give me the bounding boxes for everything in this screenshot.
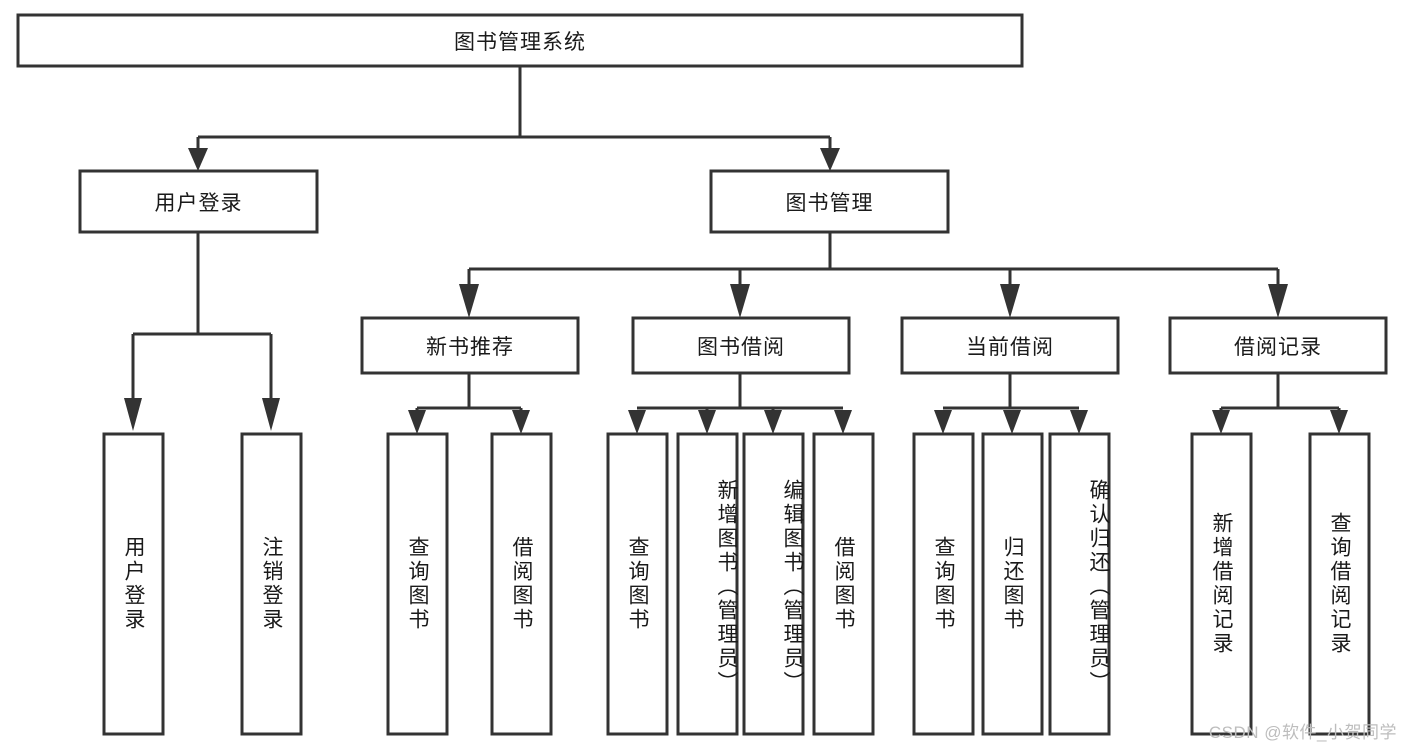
node-leaf-edit-book[interactable] xyxy=(742,432,805,736)
arrow-icon-to-leaf-edit-book xyxy=(764,410,782,434)
node-leaf-query-book-2[interactable] xyxy=(606,432,669,736)
node-leaf-query-record[interactable] xyxy=(1308,432,1371,736)
arrow-icon-to-leaf-confirm-return xyxy=(1070,410,1088,434)
arrow-icon-to-new-book-recommend xyxy=(459,284,479,318)
arrow-icon-to-user-login xyxy=(188,148,208,171)
node-book-management[interactable] xyxy=(709,169,950,234)
arrow-icon-to-leaf-borrow-book-1 xyxy=(512,410,530,434)
arrow-icon-to-leaf-return-book xyxy=(1003,410,1021,434)
node-borrow-record[interactable] xyxy=(1168,316,1388,375)
node-user-login[interactable] xyxy=(78,169,319,234)
arrow-icon-to-current-borrow xyxy=(1000,284,1020,318)
arrow-icon-to-leaf-query-book-3 xyxy=(934,410,952,434)
arrow-icon-to-borrow-record xyxy=(1268,284,1288,318)
watermark-text: CSDN @软件_小贺同学 xyxy=(1208,723,1397,742)
node-leaf-add-record[interactable] xyxy=(1190,432,1253,736)
arrow-icon-to-leaf-query-book-1 xyxy=(408,410,426,434)
node-current-borrow[interactable] xyxy=(900,316,1120,375)
arrow-icon-to-leaf-user-login xyxy=(124,398,142,431)
arrow-icon-to-leaf-query-book-2 xyxy=(628,410,646,434)
node-leaf-confirm-return[interactable] xyxy=(1048,432,1111,736)
arrow-icon-to-leaf-query-record xyxy=(1330,410,1348,434)
arrow-icon-to-book-management xyxy=(820,148,840,171)
arrow-icon-to-leaf-add-record xyxy=(1212,410,1230,434)
node-book-borrow[interactable] xyxy=(631,316,851,375)
arrow-icon-to-leaf-add-book xyxy=(698,410,716,434)
arrow-icon-to-book-borrow xyxy=(730,284,750,318)
arrow-icon-to-leaf-borrow-book-2 xyxy=(834,410,852,434)
node-new-book-recommend[interactable] xyxy=(360,316,580,375)
arrow-icon-to-leaf-logout xyxy=(262,398,280,431)
node-leaf-return-book[interactable] xyxy=(981,432,1044,736)
node-leaf-borrow-book-2[interactable] xyxy=(812,432,875,736)
node-leaf-query-book-3[interactable] xyxy=(912,432,975,736)
node-leaf-add-book[interactable] xyxy=(676,432,739,736)
node-leaf-logout[interactable] xyxy=(240,432,303,736)
node-book-management-system[interactable] xyxy=(16,13,1024,68)
node-leaf-user-login[interactable] xyxy=(102,432,165,736)
node-leaf-borrow-book-1[interactable] xyxy=(490,432,553,736)
node-leaf-query-book-1[interactable] xyxy=(386,432,449,736)
